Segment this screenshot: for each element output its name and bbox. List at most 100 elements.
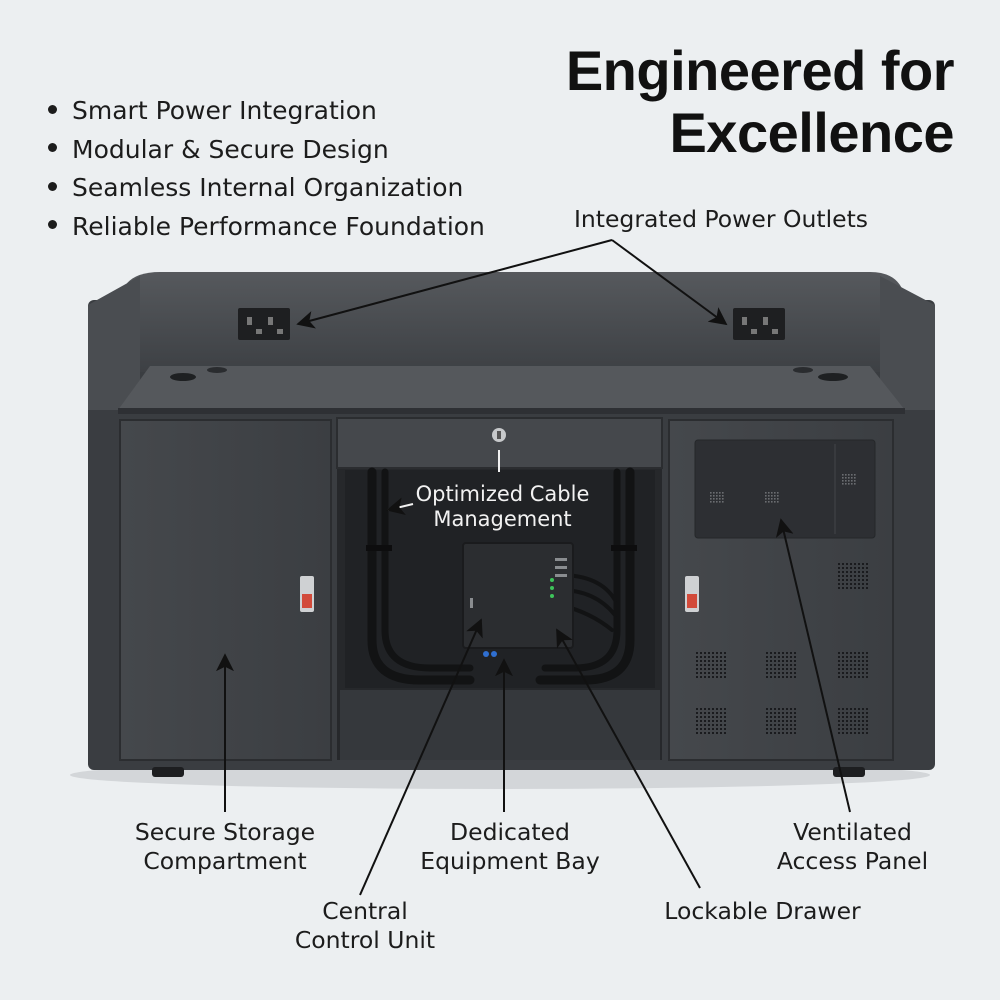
vent-hole (786, 724, 788, 726)
vent-hole (862, 728, 864, 730)
vent-hole (862, 712, 864, 714)
vent-hole (770, 660, 772, 662)
vent-hole (858, 668, 860, 670)
vent-hole (720, 732, 722, 734)
vent-hole (770, 724, 772, 726)
vent-hole (848, 477, 850, 479)
vent-hole (842, 652, 844, 654)
vent-hole (858, 664, 860, 666)
vent-hole (708, 668, 710, 670)
vent-hole (704, 660, 706, 662)
vent-hole (790, 728, 792, 730)
vent-hole (770, 672, 772, 674)
vent-hole (766, 660, 768, 662)
vent-hole (850, 712, 852, 714)
vent-hole (858, 571, 860, 573)
vent-hole (848, 480, 850, 482)
vent-hole (700, 676, 702, 678)
vent-hole (862, 708, 864, 710)
vent-hole (710, 501, 712, 503)
vent-hole (838, 712, 840, 714)
vent-hole (858, 672, 860, 674)
vent-hole (842, 676, 844, 678)
vent-hole (720, 716, 722, 718)
vent-hole (854, 567, 856, 569)
vent-hole (719, 495, 721, 497)
vent-hole (854, 583, 856, 585)
vent-hole (786, 708, 788, 710)
vent-hole (766, 724, 768, 726)
vent-hole (850, 728, 852, 730)
vent-hole (794, 732, 796, 734)
vent-hole (838, 583, 840, 585)
leader-cable-management (386, 497, 414, 515)
callout-ventilated-panel: Ventilated Access Panel (776, 818, 929, 875)
vent-hole (850, 579, 852, 581)
vent-hole (766, 728, 768, 730)
callout-cable-management: Optimized Cable Management (415, 482, 590, 531)
vent-hole (710, 492, 712, 494)
vent-hole (765, 495, 767, 497)
vent-hole (777, 498, 779, 500)
vent-hole (842, 563, 844, 565)
vent-hole (846, 563, 848, 565)
vent-hole (846, 724, 848, 726)
vent-hole (708, 664, 710, 666)
vent-hole (838, 676, 840, 678)
vent-hole (770, 712, 772, 714)
vent-hole (866, 668, 868, 670)
vent-hole (846, 587, 848, 589)
vent-hole (696, 660, 698, 662)
feature-label: Seamless Internal Organization (72, 173, 464, 202)
vent-hole (713, 501, 715, 503)
vent-hole (854, 716, 856, 718)
vent-hole (838, 656, 840, 658)
vent-hole (842, 656, 844, 658)
vent-hole (794, 660, 796, 662)
vent-hole (786, 732, 788, 734)
vent-hole (766, 664, 768, 666)
vent-hole (842, 672, 844, 674)
vent-hole (858, 728, 860, 730)
vent-hole (778, 664, 780, 666)
vent-hole (704, 672, 706, 674)
vent-hole (766, 668, 768, 670)
vent-hole (846, 652, 848, 654)
vent-hole (866, 563, 868, 565)
vent-hole (866, 720, 868, 722)
vent-hole (838, 708, 840, 710)
vent-hole (720, 728, 722, 730)
vent-hole (794, 724, 796, 726)
vent-hole (774, 732, 776, 734)
feature-item: Seamless Internal Organization (48, 169, 485, 208)
vent-hole (724, 732, 726, 734)
vent-hole (771, 495, 773, 497)
vent-hole (846, 708, 848, 710)
vent-hole (720, 652, 722, 654)
vent-hole (790, 712, 792, 714)
vent-hole (842, 483, 844, 485)
vent-hole (710, 498, 712, 500)
drawer-lock-keyhole (497, 431, 501, 439)
door-lock-indicator-left (302, 594, 312, 608)
vent-hole (724, 728, 726, 730)
vent-hole (724, 676, 726, 678)
vent-hole (724, 720, 726, 722)
vent-hole (866, 708, 868, 710)
vent-hole (782, 656, 784, 658)
power-outlet-right (733, 308, 785, 340)
vent-hole (854, 563, 856, 565)
vent-hole (866, 676, 868, 678)
vent-hole (766, 652, 768, 654)
vent-hole (846, 728, 848, 730)
vent-hole (790, 676, 792, 678)
vent-hole (842, 664, 844, 666)
vent-hole (720, 724, 722, 726)
vent-hole (866, 716, 868, 718)
callout-control-unit: Central Control Unit (294, 897, 436, 954)
vent-hole (708, 720, 710, 722)
vent-hole (704, 708, 706, 710)
vent-hole (778, 672, 780, 674)
vent-hole (770, 708, 772, 710)
